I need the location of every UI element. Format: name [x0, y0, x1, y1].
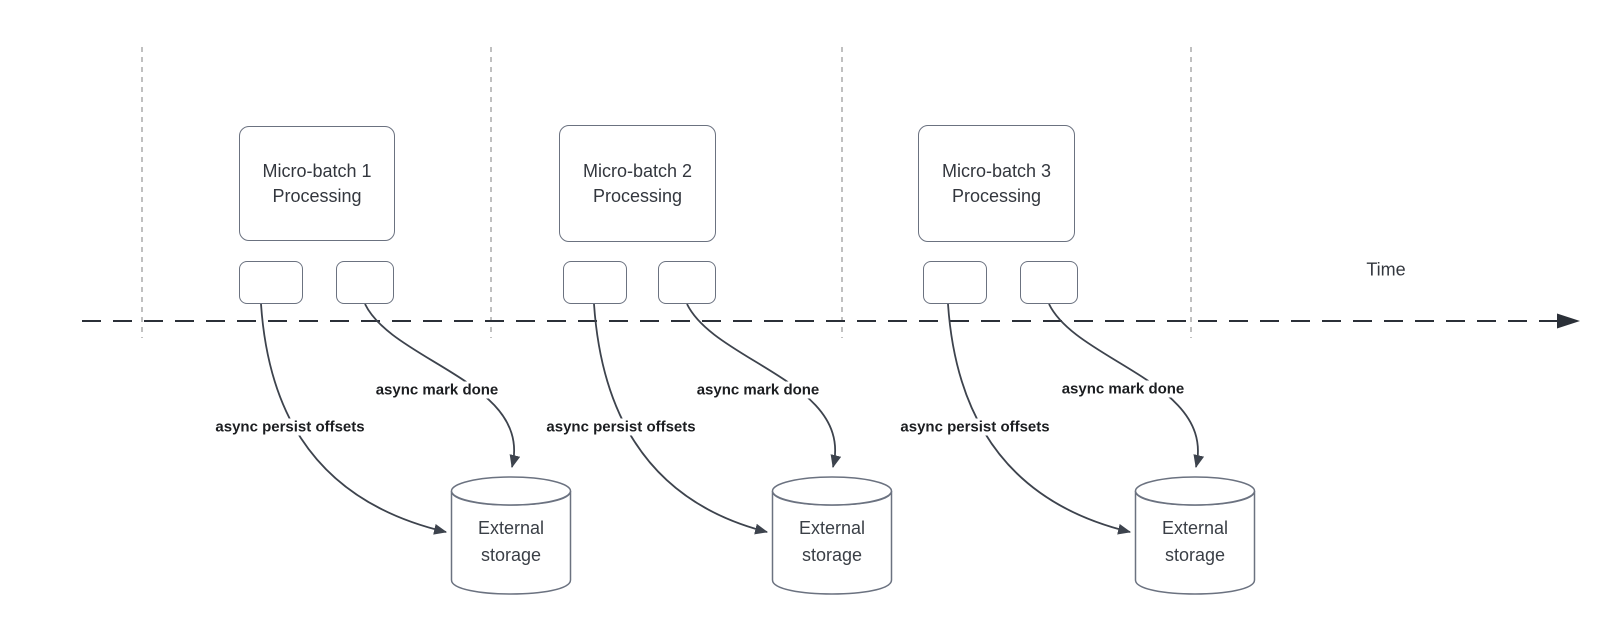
external-storage-label-3-line2: storage — [1164, 545, 1226, 565]
mini-box-3-left — [923, 261, 987, 304]
persist-offsets-arrow-2 — [593, 303, 769, 535]
mark-done-arrow-3 — [1048, 303, 1205, 469]
mark-done-arrow-1 — [364, 303, 521, 469]
micro-batch-2-title-line2: Processing — [592, 185, 683, 206]
external-storage-cylinder-2 — [771, 476, 893, 595]
mini-box-1-left — [239, 261, 303, 304]
external-storage-label-2-line1: External — [798, 518, 866, 538]
persist-offsets-arrow-1 — [260, 303, 448, 535]
micro-batch-1-title-line1: Micro-batch 1 — [262, 160, 372, 181]
external-storage-label-2-line2: storage — [801, 545, 863, 565]
external-storage-label-1-line2: storage — [480, 545, 542, 565]
mini-box-3-right — [1020, 261, 1078, 304]
external-storage-cylinder-3 — [1134, 476, 1256, 595]
persist-offsets-arrow-3 — [947, 303, 1132, 535]
micro-batch-1-title-line2: Processing — [272, 185, 362, 206]
mini-box-2-right — [658, 261, 716, 304]
micro-batch-3-title-line2: Processing — [951, 185, 1042, 206]
external-storage-label-1: External storage — [451, 515, 571, 569]
micro-batch-2-title-line1: Micro-batch 2 — [582, 160, 693, 181]
micro-batch-3-box: Micro-batch 3 Processing — [918, 125, 1075, 242]
time-axis-label: Time — [1366, 259, 1406, 280]
external-storage-cylinder-1 — [450, 476, 572, 595]
mark-done-label-3: async mark done — [1058, 380, 1188, 398]
persist-offsets-label-1: async persist offsets — [212, 418, 368, 436]
mini-box-1-right — [336, 261, 394, 304]
micro-batch-3-title-line1: Micro-batch 3 — [941, 160, 1052, 181]
external-storage-label-1-line1: External — [477, 518, 545, 538]
micro-batch-1-box: Micro-batch 1 Processing — [239, 126, 395, 241]
mark-done-label-1: async mark done — [372, 381, 502, 399]
mark-done-label-2: async mark done — [693, 381, 823, 399]
persist-offsets-label-3: async persist offsets — [897, 418, 1053, 436]
micro-batch-2-box: Micro-batch 2 Processing — [559, 125, 716, 242]
external-storage-label-3: External storage — [1135, 515, 1255, 569]
external-storage-label-3-line1: External — [1161, 518, 1229, 538]
mini-box-2-left — [563, 261, 627, 304]
external-storage-label-2: External storage — [772, 515, 892, 569]
time-axis-arrowhead-icon — [1557, 313, 1580, 329]
persist-offsets-label-2: async persist offsets — [543, 418, 699, 436]
mark-done-arrow-2 — [686, 303, 842, 469]
